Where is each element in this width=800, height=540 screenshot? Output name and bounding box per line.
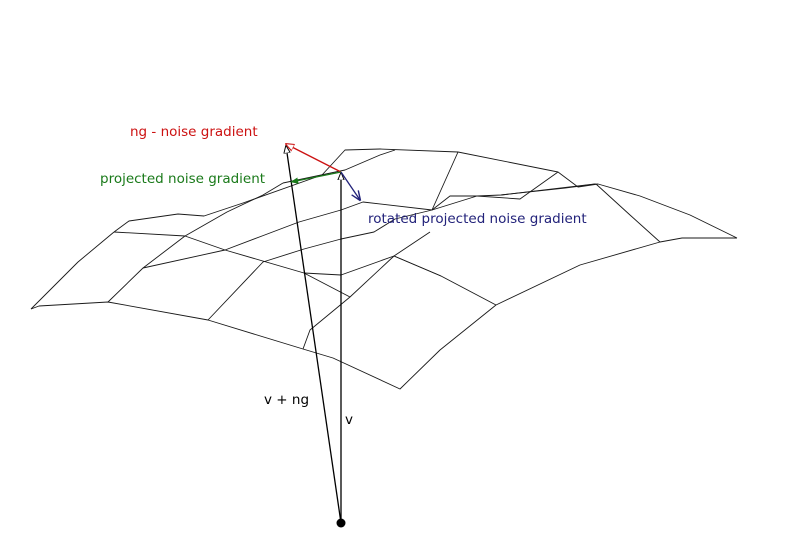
v-plus-ng-label: v + ng xyxy=(264,392,309,408)
mesh-col-7 xyxy=(500,183,661,243)
mesh-edge-far xyxy=(113,148,738,239)
mesh-edge-near xyxy=(30,237,737,390)
mesh-edge-left xyxy=(30,231,115,310)
origin-point xyxy=(336,518,346,528)
rotated-projected-noise-gradient-label: rotated projected noise gradient xyxy=(368,211,587,227)
mesh-col-1 xyxy=(113,231,351,298)
surface-mesh xyxy=(30,148,738,390)
v-plus-ng-vector xyxy=(286,146,342,524)
mesh-row-1 xyxy=(107,209,342,303)
projected-noise-gradient-vector xyxy=(290,171,342,184)
mesh-col-9 xyxy=(282,149,396,184)
mesh-col-8 xyxy=(431,195,477,211)
noise-gradient-label: ng - noise gradient xyxy=(130,124,258,140)
v-label: v xyxy=(345,412,353,428)
rotated-projected-noise-gradient-vector xyxy=(340,171,360,200)
mesh-col-3 xyxy=(340,151,459,211)
mesh-col-4 xyxy=(303,255,497,306)
mesh-col-5 xyxy=(393,255,442,277)
vectors xyxy=(286,144,360,528)
projected-noise-gradient-label: projected noise gradient xyxy=(100,171,265,187)
noise-gradient-vector xyxy=(286,144,342,173)
mesh-row-3 xyxy=(302,231,431,350)
mesh-row-2 xyxy=(207,183,596,321)
mesh-col-6 xyxy=(476,171,559,200)
mesh-col-2 xyxy=(142,182,284,269)
